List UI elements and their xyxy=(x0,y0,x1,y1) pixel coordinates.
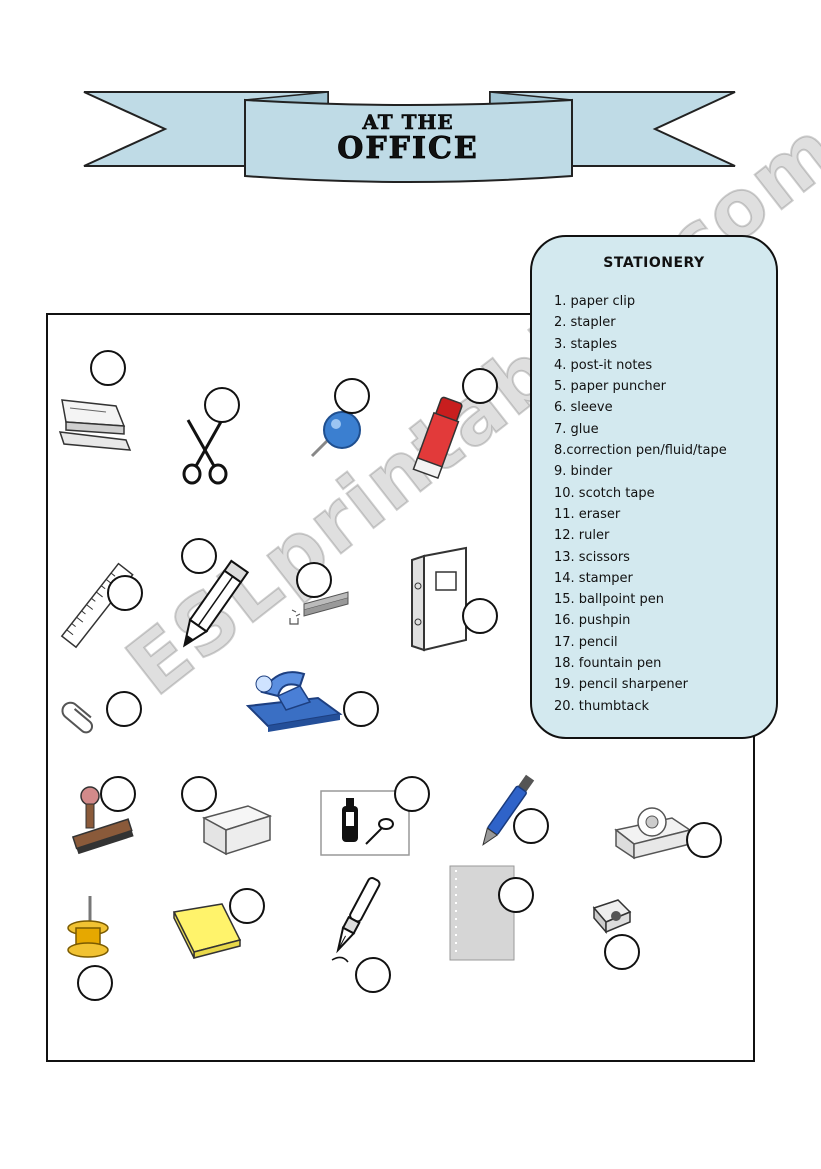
list-item: 6. sleeve xyxy=(554,400,613,416)
answer-circle[interactable] xyxy=(604,934,640,970)
post-it-notes-icon xyxy=(172,903,242,959)
list-item: 8.correction pen/fluid/tape xyxy=(554,443,727,459)
thumbtack-icon xyxy=(67,896,109,958)
correction-fluid-icon xyxy=(320,790,410,856)
list-item: 3. staples xyxy=(554,336,618,352)
pushpin-icon xyxy=(310,411,361,458)
answer-circle[interactable] xyxy=(181,776,217,812)
answer-circle[interactable] xyxy=(513,808,549,844)
list-item: 11. eraser xyxy=(554,506,621,522)
glue-icon xyxy=(412,396,463,480)
stamper-icon xyxy=(71,786,134,855)
fountain-pen-icon xyxy=(331,876,381,963)
answer-circle[interactable] xyxy=(343,691,379,727)
answer-circle[interactable] xyxy=(229,888,265,924)
eraser-icon xyxy=(202,805,273,856)
answer-circle[interactable] xyxy=(296,562,332,598)
paper-puncher-icon xyxy=(245,671,343,732)
answer-circle[interactable] xyxy=(106,691,142,727)
list-item: 19. pencil sharpener xyxy=(554,677,688,693)
list-item: 1. paper clip xyxy=(554,294,636,309)
stationery-panel: STATIONERY 1. paper clip 2. stapler 3. s… xyxy=(530,235,778,739)
binder-icon xyxy=(411,546,467,652)
list-item: 14. stamper xyxy=(554,570,633,586)
stationery-list: 1. paper clip 2. stapler 3. staples 4. p… xyxy=(554,291,727,717)
scotch-tape-icon xyxy=(614,807,692,860)
title-banner xyxy=(83,91,736,183)
pencil-sharpener-icon xyxy=(592,899,632,935)
banner-line-1: AT THE xyxy=(362,110,454,135)
list-item: 18. fountain pen xyxy=(554,656,662,672)
pencil-icon xyxy=(182,559,250,648)
answer-circle[interactable] xyxy=(107,575,143,611)
answer-circle[interactable] xyxy=(334,378,370,414)
answer-circle[interactable] xyxy=(77,965,113,1001)
list-item: 2. stapler xyxy=(554,315,616,331)
list-item: 13. scissors xyxy=(554,549,630,565)
answer-circle[interactable] xyxy=(355,957,391,993)
ballpoint-pen-icon xyxy=(482,774,535,846)
list-item: 16. pushpin xyxy=(554,613,631,629)
list-item: 7. glue xyxy=(554,421,599,437)
list-item: 9. binder xyxy=(554,464,613,480)
answer-circle[interactable] xyxy=(394,776,430,812)
scissors-icon xyxy=(182,419,228,485)
banner-line-2: OFFICE xyxy=(337,131,479,167)
list-item: 15. ballpoint pen xyxy=(554,592,665,608)
list-item: 4. post-it notes xyxy=(554,357,653,373)
list-item: 20. thumbtack xyxy=(554,698,650,714)
answer-circle[interactable] xyxy=(204,387,240,423)
answer-circle[interactable] xyxy=(462,368,498,404)
list-item: 5. paper puncher xyxy=(554,379,666,395)
answer-circle[interactable] xyxy=(462,598,498,634)
list-item: 12. ruler xyxy=(554,528,610,544)
stationery-title: STATIONERY xyxy=(603,255,705,271)
staples-icon xyxy=(289,591,349,625)
list-item: 17. pencil xyxy=(554,634,618,650)
answer-circle[interactable] xyxy=(498,877,534,913)
answer-circle[interactable] xyxy=(90,350,126,386)
stapler-icon xyxy=(58,399,132,451)
list-item: 10. scotch tape xyxy=(554,485,655,501)
paper-clip-icon xyxy=(61,701,94,734)
answer-circle[interactable] xyxy=(181,538,217,574)
answer-circle[interactable] xyxy=(100,776,136,812)
answer-circle[interactable] xyxy=(686,822,722,858)
